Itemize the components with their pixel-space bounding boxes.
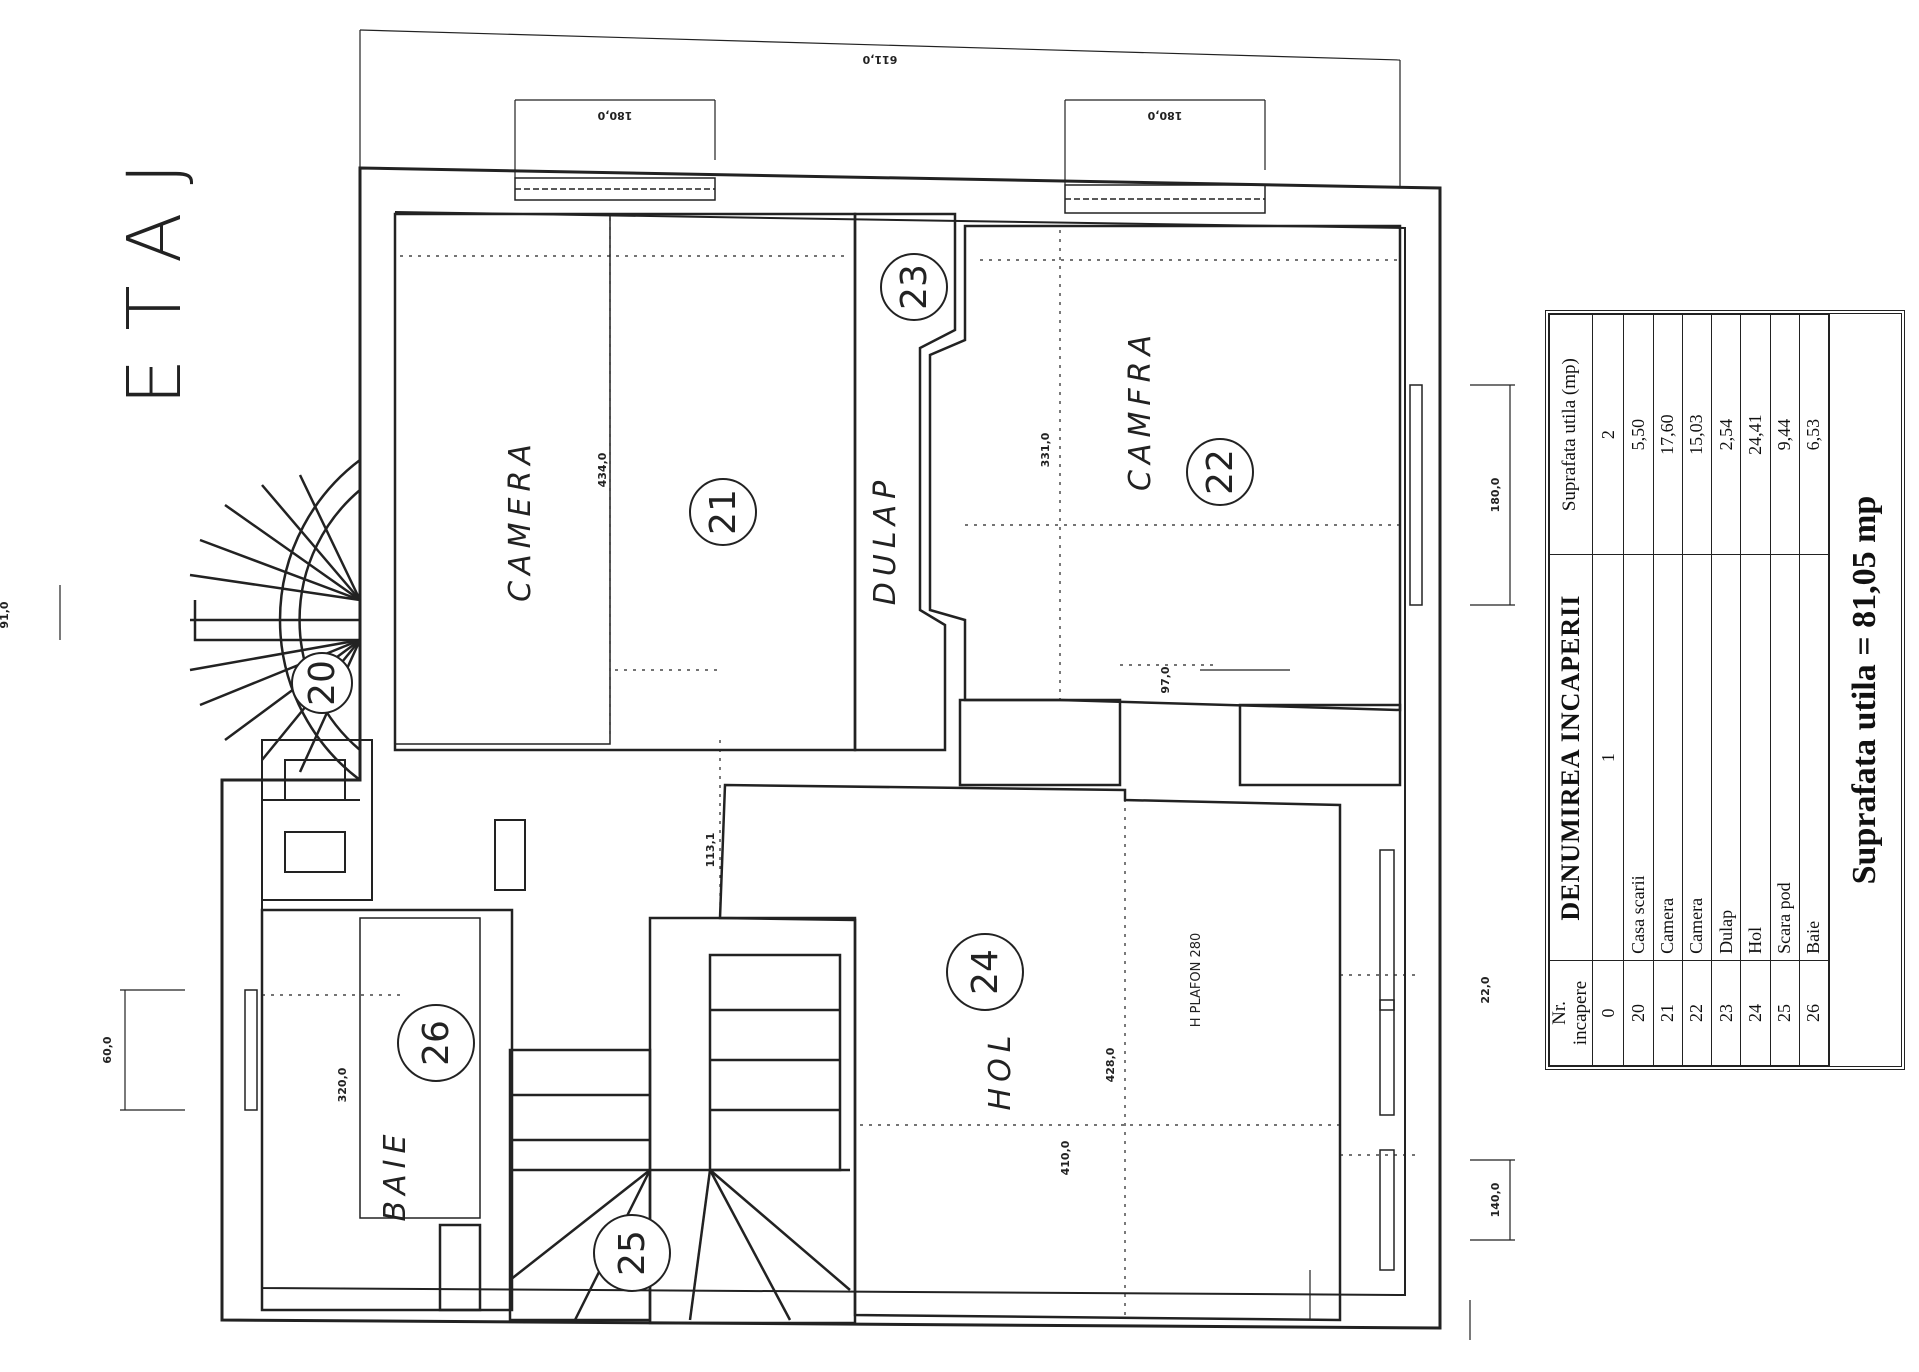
row-area: 6,53 [1799, 314, 1829, 555]
spiral-staircase [189, 459, 362, 781]
row-area: 15,03 [1682, 314, 1712, 555]
row-name: Casa scarii [1623, 554, 1654, 961]
row-name: Baie [1799, 554, 1829, 961]
row-nr: 20 [1623, 960, 1654, 1066]
row-name: Camera [1682, 554, 1712, 961]
dim-label: 113,1 [704, 833, 717, 868]
row-name: Hol [1740, 554, 1771, 961]
room-26-fixture [359, 917, 481, 1219]
door-frame-2 [284, 831, 346, 873]
top-windows [514, 177, 1266, 214]
room-26-outline [260, 908, 514, 1312]
room-24-outline [718, 783, 1342, 1322]
header-nr: Nr. incapere [1549, 960, 1593, 1066]
room-22-closet [1238, 703, 1402, 787]
room-20-marker [291, 652, 353, 714]
table-row: 22 Camera 15,03 [1682, 314, 1712, 1066]
dim-label: 180,0 [1147, 109, 1182, 122]
area-table-grid: Nr. incapere DENUMIREA INCAPERII Suprafa… [1549, 314, 1829, 1066]
room-22-name: CAMFRA [1123, 329, 1158, 491]
dim-label: 320,0 [336, 1067, 349, 1102]
dim-label: 434,0 [596, 452, 609, 487]
table-row: 23 Dulap 2,54 [1711, 314, 1741, 1066]
index-1: 1 [1592, 554, 1624, 961]
row-nr: 22 [1682, 960, 1712, 1066]
dim-label: 60,0 [101, 1036, 114, 1063]
room-26-number: 26 [416, 1020, 457, 1066]
row-nr: 25 [1770, 960, 1800, 1066]
header-denumirea: DENUMIREA INCAPERII [1549, 554, 1593, 961]
row-nr: 24 [1740, 960, 1771, 1066]
area-table: Nr. incapere DENUMIREA INCAPERII Suprafa… [1549, 314, 1901, 1066]
room-24-marker [946, 933, 1024, 1011]
row-area: 9,44 [1770, 314, 1800, 555]
table-row: 26 Baie 6,53 [1799, 314, 1829, 1066]
row-area: 2,54 [1711, 314, 1741, 555]
table-header-row: Nr. incapere DENUMIREA INCAPERII Suprafa… [1549, 314, 1593, 1066]
inner-wall [261, 211, 1406, 1297]
corridor [261, 739, 373, 901]
header-suprafata: Suprafata utila (mp) [1549, 314, 1593, 555]
dim-label: 140,0 [1489, 1182, 1502, 1217]
index-2: 2 [1592, 314, 1624, 555]
table-row: 20 Casa scarii 5,50 [1623, 314, 1654, 1066]
room-24-number: 24 [965, 949, 1006, 995]
ceiling-height-note: H PLAFON 280 [1189, 933, 1204, 1028]
right-windows [1379, 384, 1423, 1271]
table-row: 24 Hol 24,41 [1740, 314, 1771, 1066]
table-index-row: 0 1 2 [1592, 314, 1624, 1066]
dim-label: 410,0 [1059, 1140, 1072, 1175]
row-nr: 21 [1653, 960, 1683, 1066]
index-0: 0 [1592, 960, 1624, 1066]
row-area: 24,41 [1740, 314, 1771, 555]
room-21-name: CAMERA [503, 438, 538, 602]
door-frame-3 [494, 819, 526, 891]
total-area: Suprafata utila = 81,05 mp [1829, 314, 1900, 1066]
table-row: 21 Camera 17,60 [1653, 314, 1683, 1066]
dim-label: 611,0 [862, 53, 897, 66]
room-25-marker [593, 1214, 671, 1292]
room-24-name: HOL [983, 1030, 1018, 1111]
area-table-frame: Nr. incapere DENUMIREA INCAPERII Suprafa… [1545, 310, 1905, 1070]
row-name: Dulap [1711, 554, 1741, 961]
dim-label: 428,0 [1104, 1047, 1117, 1082]
room-22-niche [958, 698, 1122, 787]
dim-label: 91,0 [0, 601, 11, 628]
room-23-marker [880, 253, 948, 321]
dim-label: 22,0 [1479, 976, 1492, 1003]
row-area: 17,60 [1653, 314, 1683, 555]
room-22-number: 22 [1200, 449, 1241, 495]
left-window [244, 989, 258, 1111]
dimension-lines [59, 29, 1515, 1340]
construction-lines [262, 218, 1420, 1320]
room-26-name: BAIE [378, 1129, 413, 1222]
room-22-outline [928, 224, 1402, 712]
attic-staircase [508, 916, 857, 1325]
row-name: Camera [1653, 554, 1683, 961]
room-23-outline [853, 212, 957, 752]
room-21-number: 21 [703, 489, 744, 535]
door-frame-1 [284, 759, 346, 801]
room-26-marker [397, 1004, 475, 1082]
dim-label: 97,0 [1159, 666, 1172, 693]
room-23-name: DULAP [868, 475, 903, 605]
row-nr: 26 [1799, 960, 1829, 1066]
room-25-number: 25 [612, 1230, 653, 1276]
row-area: 5,50 [1623, 314, 1654, 555]
dim-label: 180,0 [597, 109, 632, 122]
dim-label: 331,0 [1039, 432, 1052, 467]
row-name: Scara pod [1770, 554, 1800, 961]
room-20-number: 20 [302, 660, 343, 706]
room-26-shower [438, 1223, 482, 1312]
table-row: 25 Scara pod 9,44 [1770, 314, 1800, 1066]
room-23-number: 23 [894, 264, 935, 310]
room-21-marker [689, 478, 757, 546]
row-nr: 23 [1711, 960, 1741, 1066]
room-22-marker [1186, 438, 1254, 506]
dim-label: 180,0 [1489, 477, 1502, 512]
